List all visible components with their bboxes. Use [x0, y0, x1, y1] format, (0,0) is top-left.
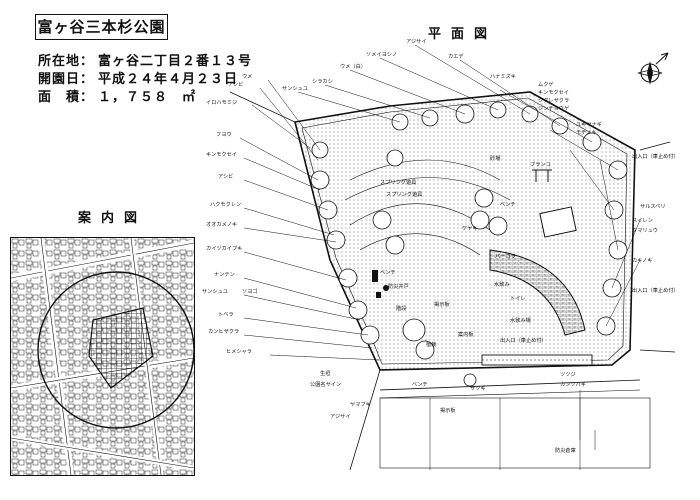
label-swing: ブランコ — [530, 160, 551, 168]
label-iroha: イロハモミジ — [206, 99, 237, 106]
address-value: 富ヶ谷二丁目２番１３号 — [98, 54, 253, 69]
address-row: 所在地：富ヶ谷二丁目２番１３号 — [38, 50, 252, 69]
label-shoku: 植栽 — [426, 340, 436, 348]
park-location-marker — [88, 307, 154, 389]
label-mukuge: ムクゲ — [538, 80, 554, 88]
area-row: 面 積：１，７５８ ㎡ — [38, 86, 196, 105]
label-sanshu2: サンシュユ — [202, 288, 228, 295]
location-map-title: 案内図 — [78, 211, 148, 226]
floor-plan-drawing: ウメ アシビ イロハモミジ フヨウ キンモクセイ アシビ ハクモクレン オオカメ… — [202, 38, 679, 470]
label-info-board: 案内板 — [458, 330, 474, 338]
label-hanamizuki: ハナミズキ — [490, 72, 516, 80]
label-entrance1: 出入口（車止め付） — [632, 152, 679, 160]
label-entrance2: 出入口（車止め付） — [632, 286, 679, 294]
floor-plan-title: 平面図 — [428, 27, 498, 42]
label-sanshu: サンシュユ — [282, 85, 308, 92]
label-entrance3: 出入口（車止め付） — [500, 336, 547, 344]
label-kan: カンツバキ — [560, 381, 586, 388]
label-sign: 公園名サイン — [310, 380, 341, 388]
label-stair: 階段 — [396, 304, 406, 312]
label-asebi: アシビ — [228, 80, 243, 88]
label-keyaki: ケヤキ — [462, 225, 478, 232]
label-hedge: 生垣 — [320, 369, 330, 377]
area-value: １，７５８ ㎡ — [98, 90, 197, 105]
label-shirakashi: シラカシ — [312, 78, 333, 85]
north-arrow-icon — [637, 52, 669, 85]
label-ojigi: ツツジ — [560, 372, 576, 378]
label-well: 防災井戸 — [388, 282, 409, 290]
address-label: 所在地： — [38, 54, 95, 69]
label-beli: ベンチ — [500, 201, 516, 208]
label-okame: オオカメノキ — [206, 221, 237, 228]
label-pergola: パーゴラ — [495, 252, 516, 260]
label-azumi: アジサイ — [406, 38, 427, 45]
park-title: 富ヶ谷三本杉公園 — [35, 14, 168, 40]
label-suiren: スイレン — [632, 217, 653, 224]
label-ajisai-b: アジサイ — [330, 413, 351, 420]
tree-symbols — [310, 101, 628, 387]
label-spring1: スプリング遊具 — [380, 178, 416, 186]
label-sakura-top: ソメイヨシノ — [366, 51, 397, 58]
label-shidare: シダレザクラ — [538, 96, 569, 104]
sandbox — [539, 206, 577, 238]
label-fountain: 水飲み場 — [510, 316, 531, 324]
label-toilet: トイレ — [510, 296, 526, 302]
label-hakka: ハクモクレン — [210, 201, 241, 208]
label-kaede: カエデ — [448, 52, 464, 60]
label-ume-top: ウメ（白） — [340, 62, 366, 70]
label-yamabuki: ヤマブキ — [350, 400, 371, 408]
label-hime: ヒメシャラ — [226, 348, 252, 355]
label-kanhi: カンヒザクラ — [208, 328, 239, 335]
label-bench-label: ベンチ — [412, 381, 428, 388]
label-kinmoku-r: キンモクセイ — [538, 89, 569, 96]
label-drink: 水飲み — [494, 280, 510, 288]
label-board: 掲示板 — [434, 300, 450, 308]
label-soyogo: ソヨゴ — [242, 287, 258, 295]
label-asebi2: アシビ — [218, 172, 233, 180]
opened-label: 開園日： — [38, 72, 95, 87]
area-label: 面 積： — [38, 90, 95, 105]
opened-row: 開園日：平成２４年４月２３日 — [38, 68, 238, 87]
label-fuyo: フヨウ — [216, 130, 232, 138]
location-map-drawing — [11, 238, 194, 475]
label-ume: ウメ — [242, 72, 252, 80]
opened-value: 平成２４年４月２３日 — [98, 72, 239, 87]
pergola-path — [489, 249, 586, 336]
label-notice: 掲示板 — [440, 406, 456, 414]
label-tobira: トベラ — [218, 311, 234, 318]
label-sand: 砂場 — [490, 154, 500, 162]
label-nanten: ナンテン — [214, 271, 235, 278]
label-tamaryu: タマリュウ — [632, 226, 658, 234]
label-jinchoge: ジンチョウゲ — [538, 104, 569, 112]
location-map — [10, 237, 195, 476]
label-kinmokusei-l: キンモクセイ — [206, 151, 237, 158]
label-chairs: ベンチ — [380, 269, 396, 276]
label-kaki: カキノキ — [632, 257, 652, 264]
label-satsuki: サツキ — [470, 385, 486, 392]
label-spring2: スプリング遊具 — [386, 190, 422, 198]
label-kaizuka: カイヅカイブキ — [206, 244, 242, 252]
label-yukiyanagi: ユキヤナギ — [576, 121, 602, 128]
label-sarusuberi: サルスベリ — [640, 203, 666, 210]
label-bottom-note: 防災倉庫 — [555, 446, 576, 454]
label-mochi: モチノキ — [576, 129, 597, 136]
